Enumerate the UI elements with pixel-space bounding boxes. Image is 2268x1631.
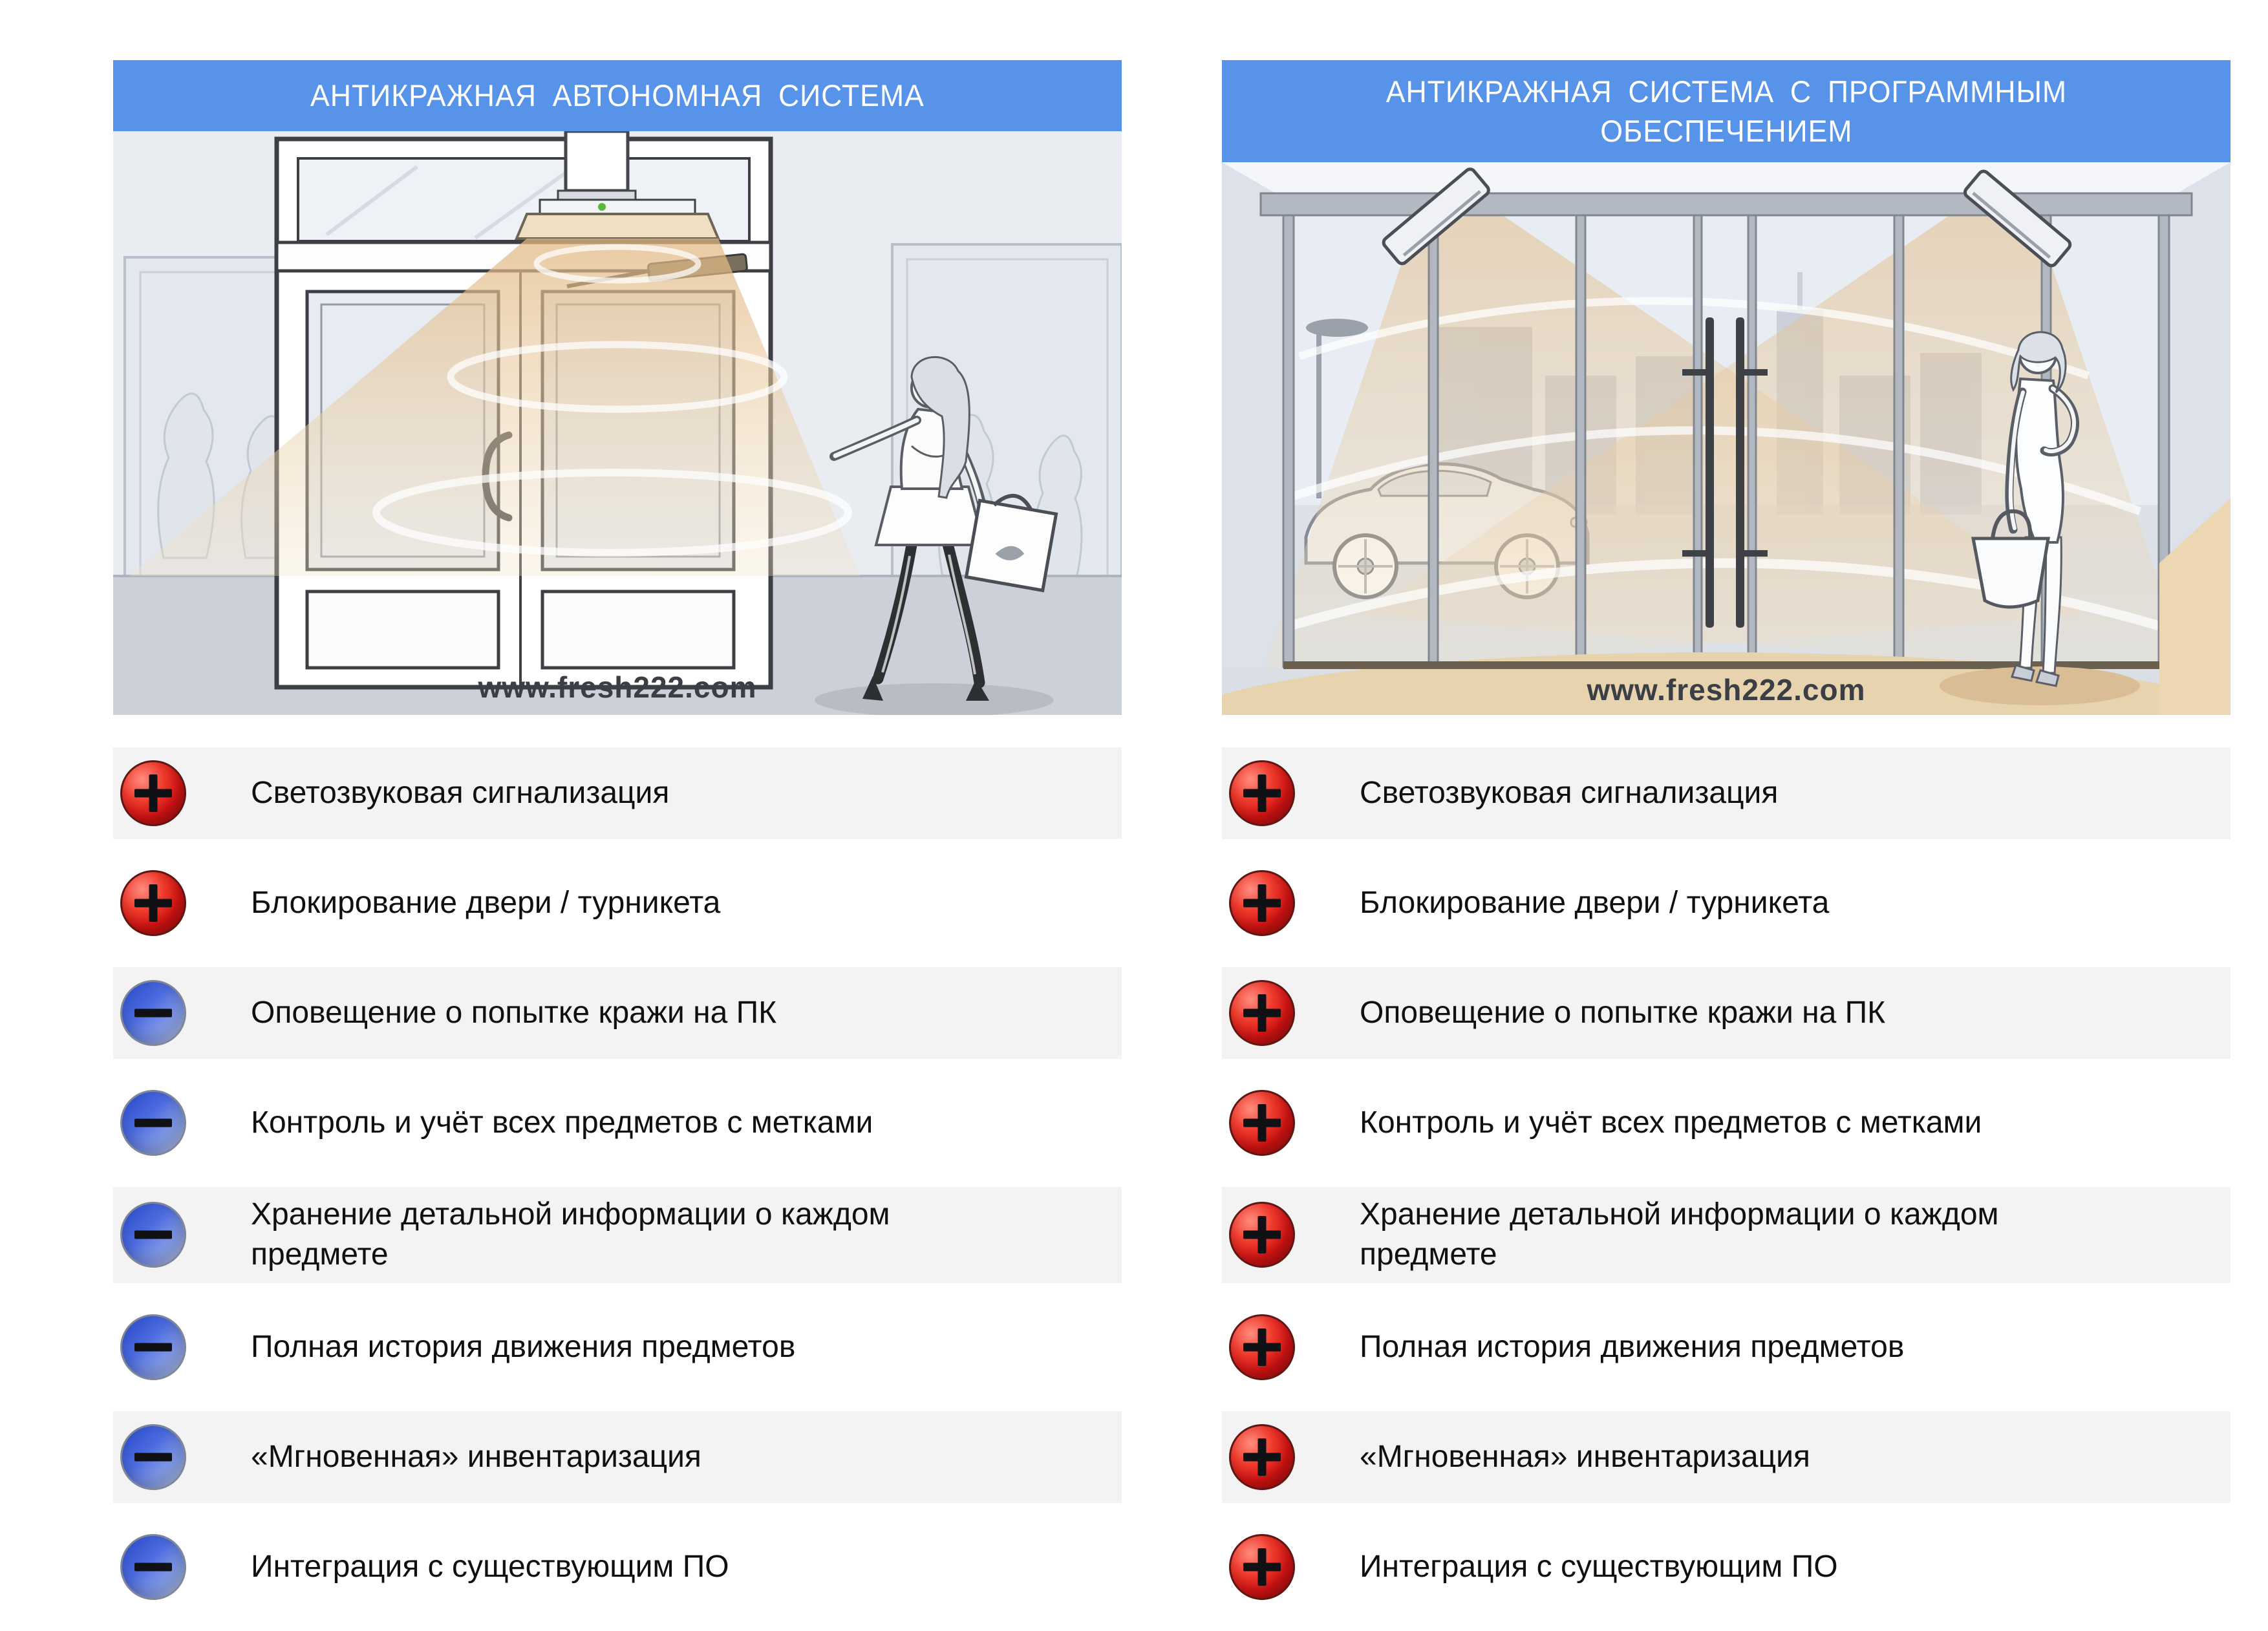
feature-label: Контроль и учёт всех предметов с метками <box>1360 1105 1982 1140</box>
top-frame <box>1259 192 2193 217</box>
feature-label: Блокирование двери / турникета <box>1360 885 1830 920</box>
feature-row: Светозвуковая сигнализация <box>1222 747 2231 839</box>
feature-row: «Мгновенная» инвентаризация <box>113 1411 1122 1503</box>
shopping-bag <box>964 494 1058 593</box>
minus-icon <box>120 1090 186 1156</box>
minus-icon <box>120 1533 186 1600</box>
feature-row: Полная история движения предметов <box>1222 1301 2231 1393</box>
plus-icon <box>1229 1202 1295 1268</box>
plus-icon <box>1229 760 1295 826</box>
standing-woman <box>1940 331 2140 705</box>
site-watermark: www.fresh222.com <box>1587 673 1866 707</box>
feature-label: Полная история движения предметов <box>1360 1329 1905 1364</box>
panel-title-line2: ОБЕСПЕЧЕНИЕМ <box>1599 114 1853 148</box>
left-title-banner: АНТИКРАЖНАЯ АВТОНОМНАЯ СИСТЕМА <box>113 60 1122 131</box>
feature-row: «Мгновенная» инвентаризация <box>1222 1411 2231 1503</box>
eas-sensor-right <box>1963 169 2072 268</box>
feature-row: Хранение детальной информации о каждом п… <box>1222 1187 2231 1283</box>
feature-row: Хранение детальной информации о каждом п… <box>113 1187 1122 1283</box>
plus-icon <box>1229 1314 1295 1380</box>
left-illustration: www.fresh222.com <box>113 131 1122 715</box>
feature-row: Полная история движения предметов <box>113 1301 1122 1393</box>
feature-label: Полная история движения предметов <box>251 1329 796 1364</box>
left-wall <box>1222 162 1283 715</box>
sensor-led <box>598 203 606 211</box>
feature-label: Светозвуковая сигнализация <box>1360 775 1779 810</box>
feature-row: Оповещение о попытке кражи на ПК <box>1222 967 2231 1059</box>
right-illustration: www.fresh222.com <box>1222 162 2231 715</box>
plus-icon <box>1229 980 1295 1046</box>
feature-row: Контроль и учёт всех предметов с метками <box>1222 1077 2231 1169</box>
feature-row: Блокирование двери / турникета <box>1222 857 2231 949</box>
site-watermark: www.fresh222.com <box>478 670 757 704</box>
right-panel: АНТИКРАЖНАЯ СИСТЕМА С ПРОГРАММНЫМ ОБЕСПЕ… <box>1222 60 2231 1631</box>
minus-icon <box>120 980 186 1046</box>
feature-label: Светозвуковая сигнализация <box>251 775 670 810</box>
feature-label: Хранение детальной информации о каждом п… <box>251 1197 890 1272</box>
left-panel: АНТИКРАЖНАЯ АВТОНОМНАЯ СИСТЕМА <box>113 60 1122 1631</box>
plus-icon <box>1229 1423 1295 1490</box>
feature-label: Оповещение о попытке кражи на ПК <box>251 995 777 1030</box>
feature-row: Контроль и учёт всех предметов с метками <box>113 1077 1122 1169</box>
plus-icon <box>1229 870 1295 936</box>
eas-sensor-left <box>1382 167 1490 266</box>
feature-row: Интеграция с существующим ПО <box>113 1521 1122 1613</box>
comparison-layout: АНТИКРАЖНАЯ АВТОНОМНАЯ СИСТЕМА <box>113 60 2231 1631</box>
plus-icon <box>1229 1533 1295 1600</box>
minus-icon <box>120 1423 186 1490</box>
feature-label: Интеграция с существующим ПО <box>1360 1549 1838 1584</box>
feature-row: Светозвуковая сигнализация <box>113 747 1122 839</box>
minus-icon <box>120 1202 186 1268</box>
plus-icon <box>120 760 186 826</box>
shopper-woman <box>815 356 1058 715</box>
plus-icon <box>1229 1090 1295 1156</box>
handbag <box>1971 509 2050 609</box>
storefront-software-scene <box>1222 162 2231 715</box>
feature-label: Блокирование двери / турникета <box>251 885 721 920</box>
feature-label: Оповещение о попытке кражи на ПК <box>1360 995 1886 1030</box>
minus-icon <box>120 1314 186 1380</box>
panel-title: АНТИКРАЖНАЯ АВТОНОМНАЯ СИСТЕМА <box>310 78 925 113</box>
feature-label: Интеграция с существующим ПО <box>251 1549 729 1584</box>
eas-sensor <box>514 131 721 240</box>
door-handles <box>1682 317 1768 628</box>
feature-label: «Мгновенная» инвентаризация <box>251 1439 701 1474</box>
plus-icon <box>120 870 186 936</box>
radio-waves <box>372 244 852 557</box>
store-entrance-autonomous-scene <box>113 131 1122 715</box>
feature-label: Контроль и учёт всех предметов с метками <box>251 1105 873 1140</box>
feature-row: Интеграция с существующим ПО <box>1222 1521 2231 1613</box>
feature-label: Хранение детальной информации о каждом п… <box>1360 1197 1999 1272</box>
feature-row: Блокирование двери / турникета <box>113 857 1122 949</box>
panel-title: АНТИКРАЖНАЯ СИСТЕМА С ПРОГРАММНЫМ <box>1385 74 2067 109</box>
right-title-banner: АНТИКРАЖНАЯ СИСТЕМА С ПРОГРАММНЫМ ОБЕСПЕ… <box>1222 60 2231 162</box>
feature-label: «Мгновенная» инвентаризация <box>1360 1439 1810 1474</box>
feature-row: Оповещение о попытке кражи на ПК <box>113 967 1122 1059</box>
detection-beam <box>129 239 860 576</box>
